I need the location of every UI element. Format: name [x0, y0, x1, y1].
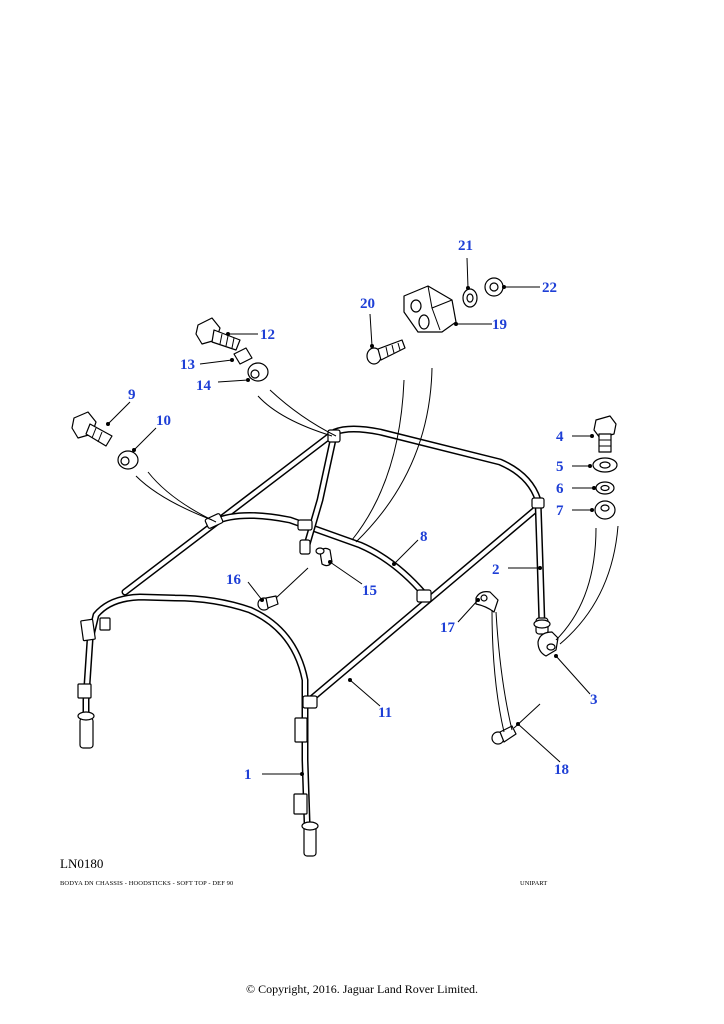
- clip-17-icon: [475, 591, 499, 613]
- diagram-reference-code: LN0180: [60, 856, 104, 871]
- callout-3[interactable]: 3: [590, 692, 598, 708]
- rivet-16-icon: [257, 567, 309, 611]
- bracket-19-icon: [403, 285, 457, 333]
- callout-20[interactable]: 20: [360, 296, 375, 312]
- callout-19[interactable]: 19: [492, 317, 507, 333]
- callout-4[interactable]: 4: [556, 429, 564, 445]
- callout-9[interactable]: 9: [128, 387, 136, 403]
- brand-label: UNIPART: [520, 880, 548, 887]
- callout-18[interactable]: 18: [554, 762, 569, 778]
- callout-2[interactable]: 2: [492, 562, 500, 578]
- diagram-caption: BODYA DN CHASSIS - HOODSTICKS - SOFT TOP…: [60, 880, 234, 887]
- callout-13[interactable]: 13: [180, 357, 195, 373]
- bolt-12-icon: [195, 317, 241, 351]
- hoodstick-frame: [77, 425, 551, 857]
- plate-nut-13-icon: [233, 347, 253, 365]
- callout-10[interactable]: 10: [156, 413, 171, 429]
- nut-7-icon: [594, 500, 616, 520]
- callout-7[interactable]: 7: [556, 503, 564, 519]
- callout-22[interactable]: 22: [542, 280, 557, 296]
- clip-3-icon: [537, 631, 559, 657]
- callout-17[interactable]: 17: [440, 620, 456, 636]
- callout-21[interactable]: 21: [458, 238, 473, 254]
- callout-6[interactable]: 6: [556, 481, 564, 497]
- washer-21-icon: [462, 288, 478, 308]
- spring-washer-6-icon: [595, 481, 615, 495]
- copyright-notice: © Copyright, 2016. Jaguar Land Rover Lim…: [245, 982, 479, 996]
- callout-5[interactable]: 5: [556, 459, 564, 475]
- nut-22-icon: [484, 277, 504, 297]
- callout-15[interactable]: 15: [362, 583, 377, 599]
- washer-5-icon: [592, 457, 618, 473]
- nut-10-icon: [117, 450, 139, 470]
- callout-12[interactable]: 12: [260, 327, 275, 343]
- callouts: 1 2 3 4 5 6 7 8 9 10 11 12 13 14 15 16 1…: [128, 238, 598, 783]
- bolt-9-icon: [71, 411, 113, 447]
- callout-11[interactable]: 11: [378, 705, 392, 721]
- parts: [71, 277, 618, 745]
- nut-14-icon: [247, 362, 269, 382]
- leader-lines: [106, 257, 619, 776]
- callout-1[interactable]: 1: [244, 767, 252, 783]
- screw-20-icon: [366, 339, 406, 365]
- callout-8[interactable]: 8: [420, 529, 428, 545]
- callout-14[interactable]: 14: [196, 378, 212, 394]
- callout-16[interactable]: 16: [226, 572, 242, 588]
- bolt-4-icon: [593, 415, 617, 453]
